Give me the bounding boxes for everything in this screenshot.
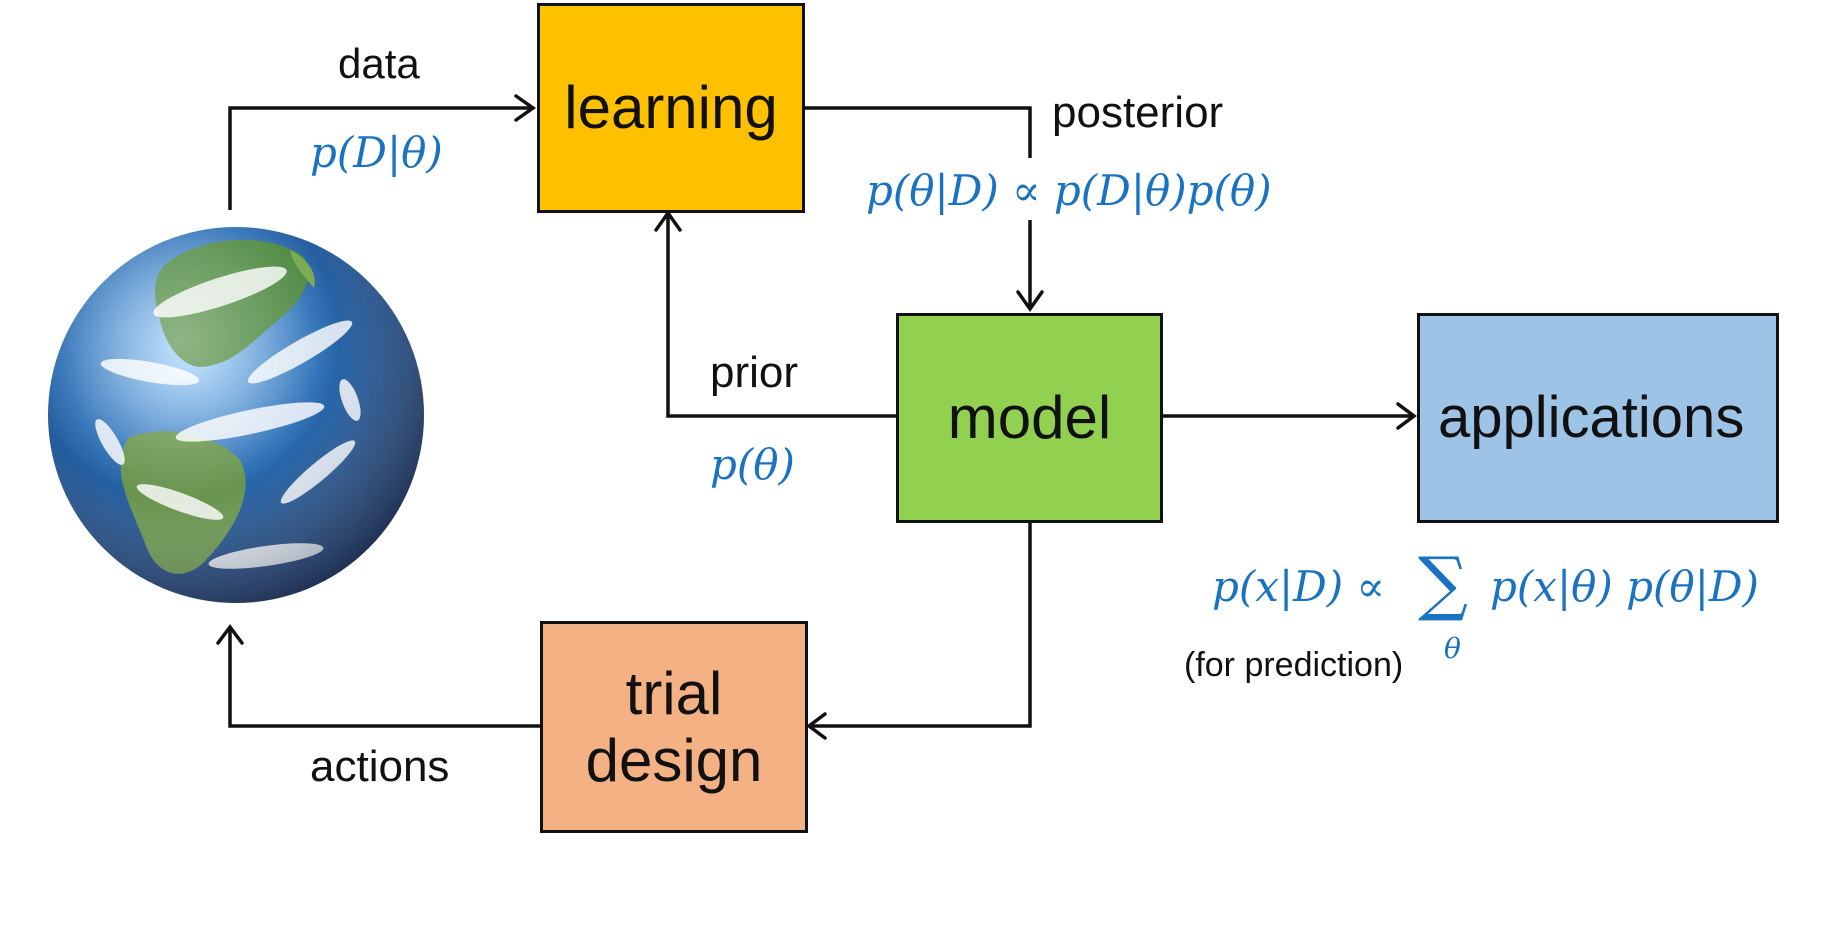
design-label: design	[585, 727, 763, 794]
applications-label: applications	[1438, 384, 1745, 450]
learning-box: learning	[537, 3, 805, 213]
prediction-formula-left: p(x|D) ∝	[1212, 562, 1385, 611]
for-prediction-label: (for prediction)	[1184, 646, 1404, 684]
summation-symbol: ∑	[1418, 542, 1468, 624]
prior-arrow	[666, 214, 896, 418]
trial-design-box: trial design	[540, 621, 808, 833]
learning-label: learning	[564, 74, 778, 142]
posterior-label: posterior	[1052, 88, 1224, 137]
prediction-formula-right: p(x|θ) p(θ|D)	[1490, 562, 1759, 611]
actions-label: actions	[310, 742, 450, 791]
prior-formula: p(θ)	[710, 440, 795, 489]
model-box: model	[896, 313, 1163, 523]
applications-box: applications	[1417, 313, 1779, 523]
actions-arrow	[228, 628, 540, 728]
data-label: data	[338, 40, 420, 87]
trial-label: trial	[625, 659, 723, 727]
data-arrow	[228, 106, 532, 210]
posterior-arrow	[802, 106, 1032, 308]
summation-subscript: θ	[1444, 632, 1461, 665]
earth-globe-icon	[48, 227, 424, 603]
posterior-formula: p(θ|D) ∝ p(D|θ)p(θ)	[866, 166, 1272, 215]
prior-label: prior	[710, 348, 799, 397]
model-label: model	[947, 384, 1112, 452]
design-arrow	[810, 522, 1032, 728]
likelihood-formula: p(D|θ)	[310, 128, 443, 177]
